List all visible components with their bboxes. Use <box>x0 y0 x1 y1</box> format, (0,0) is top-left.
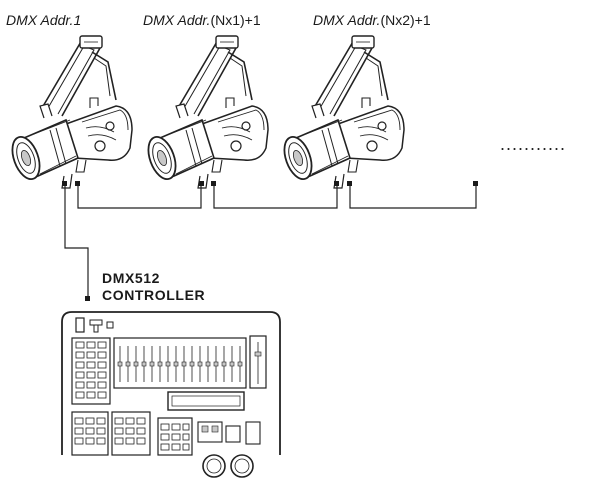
fixture-label-1: DMX Addr.1 <box>6 12 81 28</box>
fixture-label-2-suffix: (Nx1)+1 <box>210 12 261 28</box>
dmx-controller <box>61 311 281 478</box>
fixture-label-1-prefix: DMX Addr. <box>6 12 74 28</box>
controller-label-line1: DMX512 <box>102 270 161 286</box>
dmx-cables <box>64 186 477 296</box>
fixture-2 <box>142 35 269 189</box>
fixture-1 <box>6 35 133 189</box>
dmx-connectors <box>62 181 478 301</box>
controller-label-line2: CONTROLLER <box>102 287 206 303</box>
fixture-label-2: DMX Addr.(Nx1)+1 <box>143 12 261 28</box>
fixture-label-1-suffix: 1 <box>73 12 82 28</box>
continuation-dots: ........... <box>500 134 567 154</box>
fixture-label-3: DMX Addr.(Nx2)+1 <box>313 12 431 28</box>
fixture-3 <box>278 35 405 189</box>
fixture-label-3-suffix: (Nx2)+1 <box>380 12 431 28</box>
fixture-label-3-prefix: DMX Addr. <box>313 12 381 28</box>
fixture-label-2-prefix: DMX Addr. <box>143 12 211 28</box>
controller-label: DMX512 CONTROLLER <box>102 270 205 304</box>
